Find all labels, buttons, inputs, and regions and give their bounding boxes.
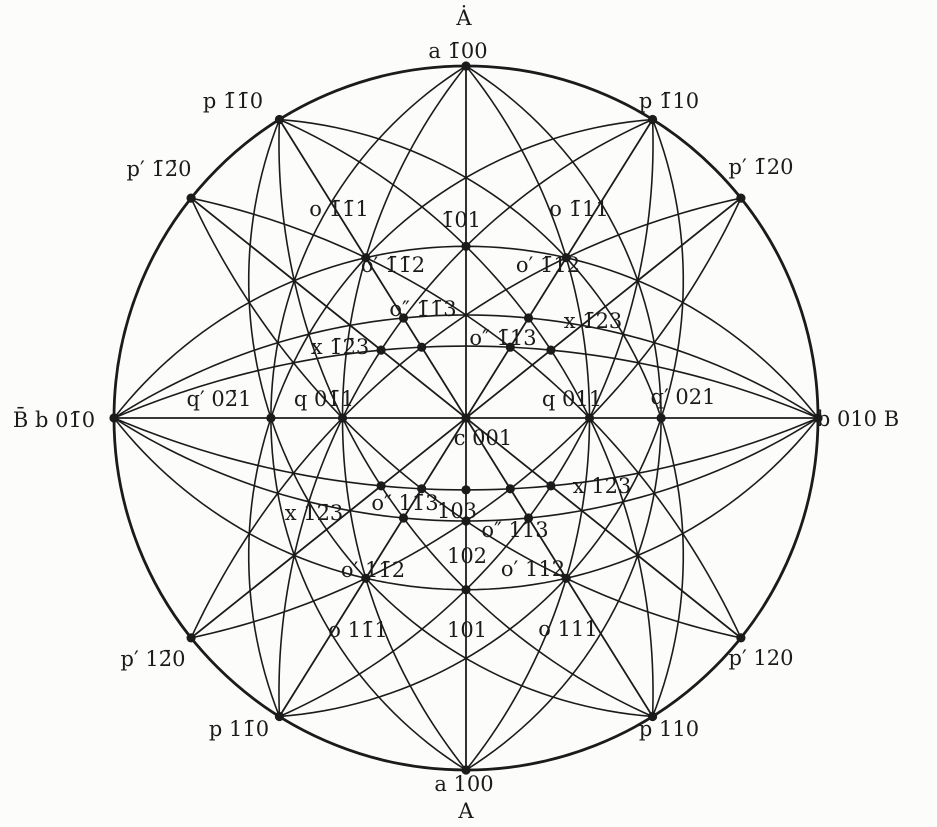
pole-dot-pUR [648,114,658,125]
pole-dot-h1m01 [461,241,471,251]
pole-dot-oppLL [417,484,427,494]
pole-dot-xLL [376,481,386,491]
pole-label-ppLL: p′ 12̄0 [121,647,186,671]
pole-dot-oppLR [505,484,515,494]
pole-label-xLR: x 123 [573,474,632,498]
zone-arc [247,118,654,718]
pole-dot-pLR [648,711,658,722]
pole-label-c: c 001 [454,426,513,450]
pole-dot-aT [461,61,471,71]
pole-label-ppUL: p′ 1̄2̄0 [127,157,192,181]
pole-dot-xUL [376,345,386,355]
pole-dot-opLL [398,513,409,523]
pole-label-ppUR: p′ 1̄20 [729,155,794,179]
pole-dot-qR [584,413,595,423]
pole-dot-pUL [274,114,284,125]
pole-dot-aB [461,765,471,775]
pole-dot-qpL [266,413,276,423]
pole-label-oppLL: o″ 11̄3 [371,491,438,515]
zone-arc [278,118,685,718]
pole-label-aB: a 100 [434,772,493,796]
zone-arc [190,197,742,639]
pole-label-opUL: o′ 1̄1̄2 [361,253,425,277]
pole-label-oLR: o 111 [538,617,597,641]
pole-dot-c [461,413,471,423]
pole-label-bR: b 010 B [817,407,899,431]
pole-label-oUL: o 1̄1̄1 [309,197,368,221]
zone-arc [278,118,685,718]
pole-dot-oLR [561,573,571,583]
pole-label-axisA_bot: A [457,799,474,823]
pole-dot-oppUR [505,342,515,352]
zone-arc [278,118,654,718]
pole-label-qpL: q′ 02̄1 [187,387,252,411]
pole-label-opLR: o′ 112 [501,557,565,581]
pole-label-opUR: o′ 1̄12 [516,253,580,277]
zone-arc [190,197,742,639]
pole-dot-pLL [274,711,284,722]
pole-dot-bL [109,413,119,423]
pole-dot-h103 [461,485,471,495]
pole-dot-xUR [546,345,556,355]
pole-label-oppUR: o″ 1̄13 [469,326,536,350]
pole-dot-opUR [523,313,534,323]
pole-label-pLL: p 11̄0 [209,717,269,741]
pole-label-h1m01: 1̄01 [441,208,481,232]
pole-dot-bR [813,413,823,423]
pole-dot-h102 [461,516,471,526]
zone-arc [190,197,742,639]
zone-arc [247,118,654,718]
pole-label-qR: q 011 [542,387,602,411]
pole-label-qpR: q′ 021 [651,385,716,409]
pole-dot-oUL [361,253,371,263]
pole-dot-ppUR [736,193,746,203]
pole-label-pLR: p 110 [639,717,699,741]
pole-label-xUL: x 1̄2̄3 [311,335,370,359]
pole-label-qL: q 01̄1 [294,387,354,411]
pole-label-bL: B̄ b 01̄0 [13,407,95,432]
pole-label-oppUL: o″ 1̄1̄3 [389,297,456,321]
pole-label-opLL: o′ 11̄2 [341,558,405,582]
zone-arc [278,118,654,718]
pole-dot-xLR [546,481,556,491]
pole-label-oppLR: o″ 113 [481,518,548,542]
pole-label-h101: 101 [447,618,487,642]
pole-dot-ppLR [736,633,746,643]
pole-label-h103: 103 [437,499,477,523]
pole-dot-ppUL [186,193,196,203]
pole-label-oLL: o 11̄1 [328,618,387,642]
pole-dot-ppLL [186,633,196,643]
pole-label-ppLR: p′ 120 [729,646,794,670]
pole-dot-qL [337,413,348,423]
pole-label-h102: 102 [447,544,487,568]
zone-arc [278,118,654,718]
pole-label-axisA_top: Ȧ [455,6,472,30]
pole-dot-h101 [461,585,471,595]
pole-label-oUR: o 1̄11 [549,197,608,221]
pole-dot-oppUL [417,342,427,352]
pole-label-xUR: x 1̄23 [564,309,623,333]
pole-label-aT: a 1̄00 [428,39,487,63]
pole-dot-opLR [523,513,534,523]
pole-dot-opUL [398,313,409,323]
pole-dot-oUR [561,253,571,263]
pole-label-pUL: p 1̄1̄0 [203,89,263,113]
pole-dot-qpR [656,413,666,423]
zone-arc [190,197,742,639]
pole-dot-oLL [361,573,371,583]
pole-label-xLL: x 12̄3 [285,501,344,525]
zone-arc [113,345,819,419]
pole-label-pUR: p 1̄10 [639,89,699,113]
zone-arc [278,118,654,718]
